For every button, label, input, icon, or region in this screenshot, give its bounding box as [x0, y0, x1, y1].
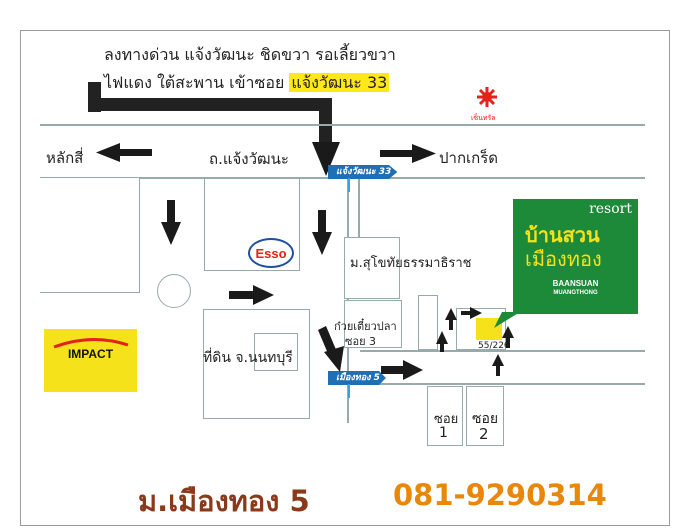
soi-33-road-right: [358, 178, 360, 238]
footer-village-name: ม.เมืองทอง 5: [138, 484, 310, 518]
route-horizontal: [88, 98, 332, 111]
direction-line-1: ลงทางด่วน แจ้งวัฒนะ ชิดขวา รอเลี้ยวขวา: [104, 45, 396, 64]
sign-post-33: [348, 178, 350, 192]
block-land-inner: [254, 333, 298, 371]
block-small-1: [418, 295, 438, 350]
sign-post-5: [348, 384, 350, 398]
block-left-top: [40, 178, 140, 293]
block-stou: [344, 237, 400, 299]
route-down: [319, 98, 332, 148]
label-pak-kret: ปากเกร็ด: [439, 149, 499, 167]
resort-sign: resort บ้านสวน เมืองทอง BAANSUAN MUANGTH…: [513, 199, 638, 314]
sign-muang-thong-5: เมืองทอง 5: [328, 371, 386, 385]
impact-logo-text: IMPACT: [67, 347, 114, 361]
esso-logo: Esso: [248, 238, 294, 268]
lower-road-top: [360, 350, 645, 352]
roundabout: [157, 274, 191, 308]
direction-line-2-text: ไฟแดง ใต้สะพาน เข้าซอย: [104, 73, 290, 92]
central-logo-icon: [477, 87, 497, 107]
resort-thai-line-2: เมืองทอง: [525, 247, 602, 271]
sign-chaeng-wattana-33: แจ้งวัฒนะ 33: [328, 165, 398, 179]
resort-tag: resort: [589, 201, 632, 217]
label-stou: ม.สุโขทัยธรรมาธิราช: [350, 256, 472, 271]
road-line-top: [40, 124, 645, 126]
label-noodle-shop: ก๋วยเตี๋ยวปลา: [334, 320, 397, 333]
direction-highlight: แจ้งวัฒนะ 33: [289, 73, 390, 92]
house-marker: [476, 318, 502, 340]
label-soi-1-num: 1: [439, 425, 448, 441]
resort-thai-line-1: บ้านสวน: [525, 223, 600, 247]
route-arrow-head: [312, 142, 340, 176]
impact-logo: IMPACT: [44, 329, 137, 392]
label-soi-1-top: ซอย: [434, 412, 459, 427]
resort-en-line-1: BAANSUAN: [552, 279, 599, 288]
resort-callout-pointer: [494, 312, 520, 328]
esso-logo-text: Esso: [255, 245, 287, 261]
label-lak-si: หลักสี่: [46, 149, 84, 167]
label-soi-2-num: 2: [479, 425, 489, 443]
impact-swoosh-icon: [53, 337, 129, 349]
resort-en-line-2: MUANGTHONG: [553, 290, 598, 296]
label-soi-3: ซอย 3: [345, 335, 377, 348]
block-noodle: [344, 300, 402, 348]
label-nonthaburi-land: ที่ดิน จ.นนทบุรี: [203, 350, 293, 366]
label-soi-2-top: ซอย: [472, 411, 499, 427]
lower-road-bottom: [360, 383, 645, 385]
central-logo-text: เซ็นทรัล: [471, 114, 496, 122]
block-soi-2: [466, 386, 504, 446]
direction-line-2: ไฟแดง ใต้สะพาน เข้าซอย แจ้งวัฒนะ 33: [104, 71, 390, 96]
label-chaeng-wattana-road: ถ.แจ้งวัฒนะ: [209, 150, 289, 168]
map-frame: [20, 30, 670, 526]
label-house-no: 55/226: [478, 341, 510, 351]
block-soi-1: [427, 386, 463, 446]
footer-phone-number[interactable]: 081-9290314: [393, 478, 607, 512]
